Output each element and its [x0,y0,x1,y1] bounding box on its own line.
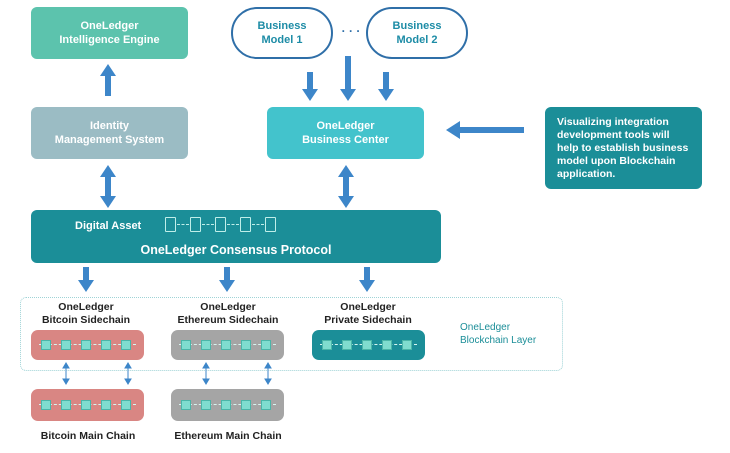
arrow-middle-down [340,56,356,101]
callout-box: Visualizing integration development tool… [545,107,702,189]
arrow-identity-to-engine [100,64,116,96]
identity-management-box: Identity Management System [31,107,188,159]
document-icon [190,217,201,232]
arrow-to-private-sidechain [359,267,375,292]
arrow-to-bitcoin-sidechain [78,267,94,292]
consensus-protocol-label: OneLedger Consensus Protocol [140,243,332,257]
bitcoin-main-chain [31,389,144,421]
arrow-model2-down [378,72,394,101]
arrow-identity-consensus [100,165,116,208]
ethereum-sidechain-label: OneLedger Ethereum Sidechain [177,301,279,326]
arrow-to-ethereum-sidechain [219,267,235,292]
arrow-business-consensus [338,165,354,208]
bitcoin-sidechain [31,330,144,360]
business-model-1-pill: Business Model 1 [231,7,333,59]
bitcoin-main-chain-label: Bitcoin Main Chain [40,430,136,442]
ethereum-main-chain-label: Ethereum Main Chain [174,430,282,442]
ethereum-sidechain [171,330,284,360]
document-icon [215,217,226,232]
consensus-bar: Digital Asset OneLedger Consensus Protoc… [31,210,441,263]
arrow-model1-down [302,72,318,101]
document-icon [165,217,176,232]
blockchain-layer-label: OneLedger Blockchain Layer [460,322,537,346]
arrow-callout-left [446,121,524,139]
document-icon [265,217,276,232]
digital-asset-label: Digital Asset [75,220,142,232]
bitcoin-sidechain-label: OneLedger Bitcoin Sidechain [41,301,131,326]
private-sidechain-label: OneLedger Private Sidechain [324,301,412,326]
private-sidechain [312,330,425,360]
document-icons [165,217,285,233]
business-center-box: OneLedger Business Center [267,107,424,159]
ellipsis-text: · · · [341,24,361,38]
business-model-2-pill: Business Model 2 [366,7,468,59]
ethereum-main-chain [171,389,284,421]
blockchain-layer-frame [20,297,563,371]
document-icon [240,217,251,232]
intelligence-engine-box: OneLedger Intelligence Engine [31,7,188,59]
